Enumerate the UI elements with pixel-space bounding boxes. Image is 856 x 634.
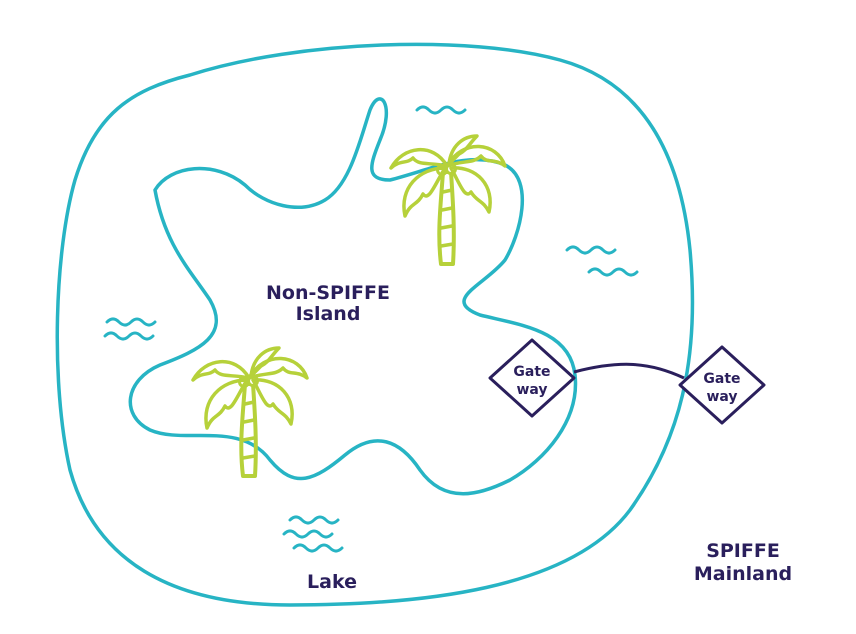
gateway-label-line1: Gate [513, 364, 550, 380]
mainland-label-line2: Mainland [694, 563, 792, 585]
palm-tree-icon [191, 346, 309, 478]
palm-tree-icon [389, 134, 507, 266]
island-outline [128, 97, 578, 496]
lake-label: Lake [307, 571, 357, 593]
gateway-node-mainland: Gate way [678, 345, 766, 425]
gateway-label-line1: Gate [703, 371, 740, 387]
gateway-node-island: Gate way [488, 338, 576, 418]
gateway-label-line2: way [516, 382, 547, 398]
mainland-label-line1: SPIFFE [706, 540, 780, 562]
gateway-label-line2: way [706, 389, 737, 405]
island-label-line1: Non-SPIFFE [266, 282, 390, 304]
wave-icon [282, 515, 344, 553]
gateway-connection [573, 362, 685, 380]
wave-icon [415, 105, 467, 115]
wave-icon [103, 317, 157, 341]
island-label-line2: Island [296, 303, 361, 325]
wave-icon [565, 245, 639, 277]
lake-boundary [55, 42, 695, 607]
